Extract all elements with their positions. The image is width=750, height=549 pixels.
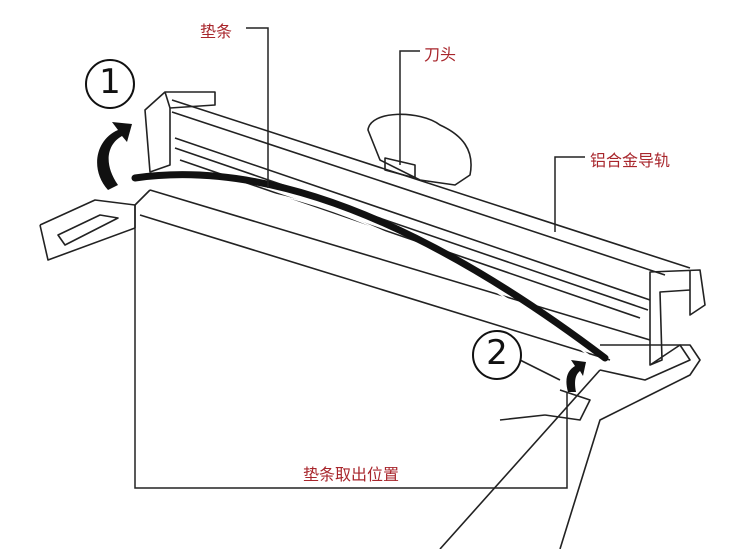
step-1-number: 1 (99, 62, 121, 102)
lift-arrow-1 (97, 122, 132, 190)
cutter-head (367, 113, 472, 186)
strip (131, 171, 609, 362)
strip-removal-label: 垫条取出位置 (303, 465, 400, 484)
right-bracket (599, 269, 706, 381)
cutter-head-label: 刀头 (424, 45, 457, 64)
step-2-circle (472, 330, 522, 380)
rail-leader (554, 156, 585, 232)
left-base (39, 189, 151, 261)
strip-label: 垫条 (200, 22, 233, 41)
step-2-number: 2 (486, 333, 508, 373)
lift-arrow-2 (566, 360, 586, 392)
strip-leader (246, 27, 269, 188)
right-base (499, 344, 701, 549)
removal-leader (134, 205, 568, 489)
step-1-circle (85, 59, 135, 109)
aluminum-rail (171, 99, 691, 319)
cutter-leader (399, 50, 420, 165)
rail-label: 铝合金导轨 (590, 151, 671, 170)
